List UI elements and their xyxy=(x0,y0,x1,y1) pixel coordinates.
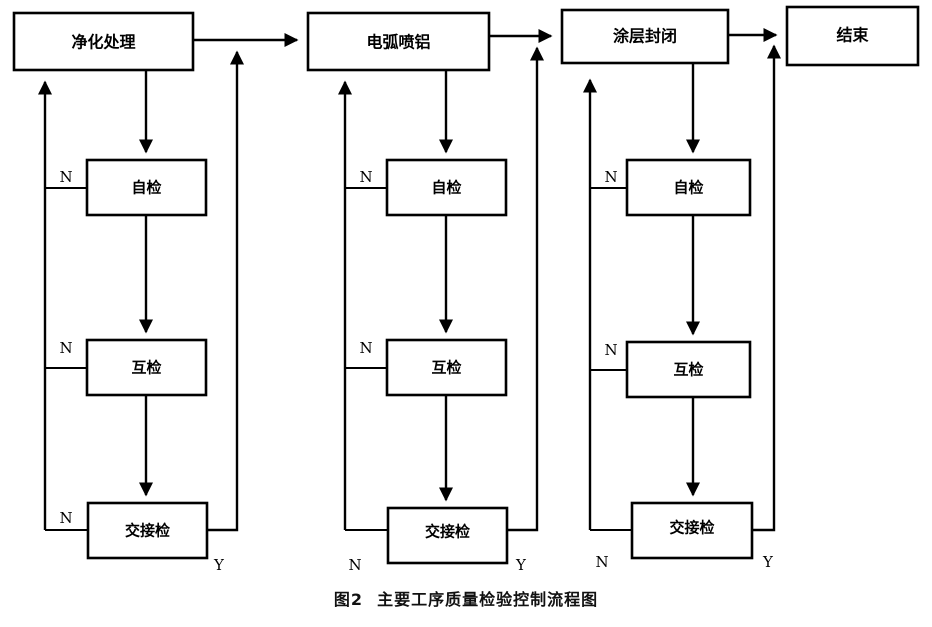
inspection-box-stage-3-self[interactable] xyxy=(625,158,752,217)
figure-caption-text: 主要工序质量检验控制流程图 xyxy=(377,590,599,609)
stage-3-group: 涂层封闭 自检 互检 交接检 N N N Y xyxy=(560,8,781,571)
figure-caption: 图2 主要工序质量检验控制流程图 xyxy=(0,586,932,610)
flowchart-svg: 净化处理 自检 互检 交接检 N N N xyxy=(12,5,920,574)
inspection-box-stage-2-handover[interactable] xyxy=(386,506,509,565)
branch-label-stage-1-self-N: N xyxy=(59,168,72,186)
inspection-box-stage-1-self-label: 自检 xyxy=(131,179,161,197)
terminal-group: 结束 xyxy=(785,5,920,67)
process-box-stage-2[interactable] xyxy=(306,11,491,72)
branch-label-stage-2-handover-Y: Y xyxy=(515,556,527,574)
branch-label-stage-3-handover-Y: Y xyxy=(762,553,774,571)
process-box-stage-1[interactable] xyxy=(12,11,195,72)
inspection-box-stage-1-mutual-label: 互检 xyxy=(131,359,161,377)
edge-stage-3-accept xyxy=(752,44,781,532)
process-box-stage-3-label: 涂层封闭 xyxy=(613,27,677,46)
inspection-box-stage-3-self-label: 自检 xyxy=(673,179,703,197)
figure-caption-number: 图2 xyxy=(333,590,364,609)
branch-label-stage-1-handover-N: N xyxy=(59,509,72,527)
branch-label-stage-2-mutual-N: N xyxy=(359,339,372,357)
end-box[interactable] xyxy=(785,5,920,67)
branch-label-stage-1-mutual-N: N xyxy=(59,339,72,357)
edge-stage-1-accept xyxy=(207,50,244,532)
inspection-box-stage-2-mutual-label: 互检 xyxy=(431,359,461,377)
branch-label-stage-1-handover-Y: Y xyxy=(213,556,225,574)
inspection-box-stage-2-handover-label: 交接检 xyxy=(425,523,470,541)
inspection-box-stage-3-mutual-label: 互检 xyxy=(673,361,703,379)
branch-label-stage-2-self-N: N xyxy=(359,168,372,186)
inspection-box-stage-2-mutual[interactable] xyxy=(385,338,508,397)
stage-2-group: 电弧喷铝 自检 互检 交接检 N N N Y xyxy=(306,11,553,574)
branch-label-stage-2-handover-N: N xyxy=(348,556,361,574)
inspection-box-stage-1-handover[interactable] xyxy=(86,501,209,560)
branch-label-stage-3-mutual-N: N xyxy=(604,341,617,359)
stage-1-group: 净化处理 自检 互检 交接检 N N N xyxy=(12,11,299,574)
inspection-box-stage-3-mutual[interactable] xyxy=(625,340,752,399)
inspection-box-stage-3-handover-label: 交接检 xyxy=(669,519,714,537)
edge-stage-2-accept xyxy=(507,46,544,532)
branch-label-stage-3-self-N: N xyxy=(604,168,617,186)
branch-label-stage-3-handover-N: N xyxy=(595,553,608,571)
process-box-stage-3[interactable] xyxy=(560,8,730,65)
process-box-stage-1-label: 净化处理 xyxy=(71,33,135,52)
inspection-box-stage-2-self-label: 自检 xyxy=(431,179,461,197)
inspection-box-stage-1-handover-label: 交接检 xyxy=(125,522,170,540)
process-box-stage-2-label: 电弧喷铝 xyxy=(366,33,430,52)
end-box-label: 结束 xyxy=(835,26,869,45)
